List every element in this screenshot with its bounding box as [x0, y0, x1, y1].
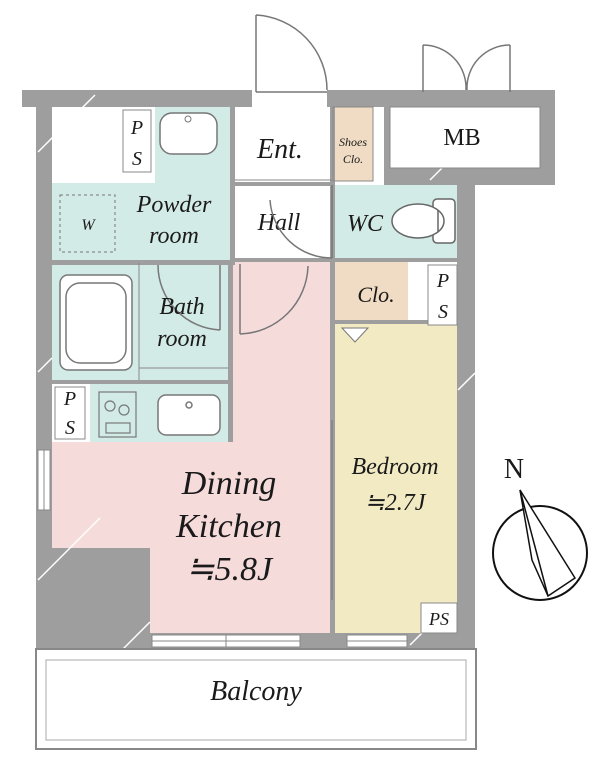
pipe-space-top-left-s: S — [132, 148, 142, 170]
entrance-label: Ent. — [256, 134, 303, 165]
pipe-space-mid-right — [427, 264, 458, 326]
meter-box-label: MB — [443, 125, 480, 151]
dining-kitchen-door[interactable] — [239, 264, 309, 335]
washer-space — [59, 194, 116, 253]
stove-icon — [98, 391, 137, 438]
bath-room-label-1: Bath — [159, 294, 204, 320]
walls — [22, 90, 555, 672]
bedroom-label: Bedroom — [351, 454, 438, 480]
bathtub — [59, 274, 133, 371]
kitchen-sink-icon — [157, 394, 221, 436]
dining-kitchen-label-1: Dining — [181, 465, 276, 502]
bath-room-label-2: room — [157, 326, 207, 352]
left-window — [37, 449, 51, 511]
closet-area — [335, 262, 408, 322]
balcony-sliding-door-dk[interactable] — [151, 634, 301, 648]
shoes-closet-label-1: Shoes — [339, 135, 367, 149]
bedroom-area — [335, 324, 457, 633]
bathroom-door[interactable] — [157, 264, 221, 331]
pipe-space-mid-right-p: P — [436, 270, 449, 292]
pipe-space-kitchen-s: S — [65, 417, 75, 439]
powder-room-label-1: Powder — [136, 192, 212, 218]
entrance-door[interactable] — [252, 14, 328, 107]
meter-box — [389, 106, 541, 169]
shoes-closet-area — [333, 107, 373, 181]
powder-room-label-2: room — [149, 223, 199, 249]
compass: N — [492, 454, 588, 601]
shoes-closet-label-2: Clo. — [343, 152, 363, 166]
pipe-space-top-left-p: P — [130, 117, 143, 139]
meter-box-doors[interactable] — [422, 44, 511, 92]
bedroom-size: ≒2.7J — [365, 490, 427, 516]
compass-north-label: N — [504, 454, 524, 485]
powder-sink — [159, 112, 218, 155]
pipe-space-mid-right-s: S — [438, 301, 448, 323]
closet-label: Clo. — [357, 282, 394, 307]
closet-door-marker — [340, 327, 370, 343]
balcony-label: Balcony — [210, 676, 302, 707]
hall-label: Hall — [257, 210, 301, 236]
washer-label: W — [81, 217, 96, 234]
toilet-icon — [391, 198, 456, 244]
dining-kitchen-size: ≒5.8J — [186, 551, 274, 588]
pipe-space-top-left — [122, 109, 152, 173]
powder-room-area — [52, 183, 232, 263]
dining-kitchen-area — [52, 262, 330, 633]
dining-kitchen-label-2: Kitchen — [175, 508, 282, 545]
north-arrow-icon — [519, 489, 577, 598]
pipe-space-bedroom-label: PS — [428, 609, 449, 629]
pipe-space-kitchen — [54, 386, 86, 440]
balcony-sliding-door-bedroom[interactable] — [346, 634, 408, 648]
wc-door[interactable] — [269, 185, 333, 259]
pipe-space-kitchen-p: P — [63, 388, 76, 410]
balcony: Balcony — [35, 648, 477, 750]
wc-label: WC — [347, 211, 384, 237]
pipe-space-bedroom — [420, 602, 458, 634]
